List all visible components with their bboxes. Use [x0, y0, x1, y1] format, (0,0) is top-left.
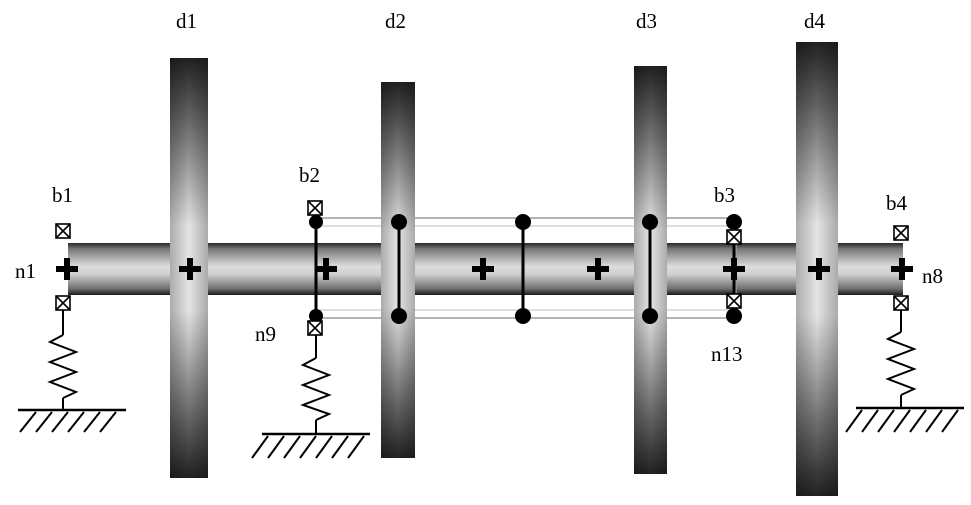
bearing-box-b4-top — [893, 225, 909, 241]
label-b2: b2 — [299, 163, 320, 187]
labels: d1 d2 d3 d4 b1 b2 b3 b4 n1 n8 n9 n13 — [15, 9, 943, 366]
bearing-box-b3-top — [726, 229, 742, 245]
bearing-box-b2-top — [307, 200, 323, 216]
bearing-box-b3-bottom — [726, 293, 742, 309]
label-n9: n9 — [255, 322, 276, 346]
label-d2: d2 — [385, 9, 406, 33]
plus-marker — [808, 258, 830, 280]
label-n1: n1 — [15, 259, 36, 283]
spring-ground-middle — [251, 335, 370, 459]
spring-ground-left — [18, 310, 126, 433]
bearing-box-b1-top — [55, 223, 71, 239]
label-n13: n13 — [711, 342, 743, 366]
bearing-box-b2-bottom — [307, 320, 323, 336]
plus-marker — [891, 258, 913, 280]
plus-marker — [315, 258, 337, 280]
bearing-boxes — [55, 200, 909, 336]
disk-d1 — [170, 58, 208, 478]
plus-marker — [56, 258, 78, 280]
plus-marker — [723, 258, 745, 280]
plus-marker — [179, 258, 201, 280]
plus-marker — [472, 258, 494, 280]
label-b4: b4 — [886, 191, 908, 215]
spring-ground-right — [845, 310, 964, 433]
label-d3: d3 — [636, 9, 657, 33]
label-b3: b3 — [714, 183, 735, 207]
link-nodes — [309, 214, 742, 324]
shaft-node-markers — [56, 258, 913, 280]
plus-marker — [587, 258, 609, 280]
label-d1: d1 — [176, 9, 197, 33]
label-b1: b1 — [52, 183, 73, 207]
label-d4: d4 — [804, 9, 826, 33]
bearing-box-b1-bottom — [55, 295, 71, 311]
bearing-box-b4-bottom — [893, 295, 909, 311]
label-n8: n8 — [922, 264, 943, 288]
